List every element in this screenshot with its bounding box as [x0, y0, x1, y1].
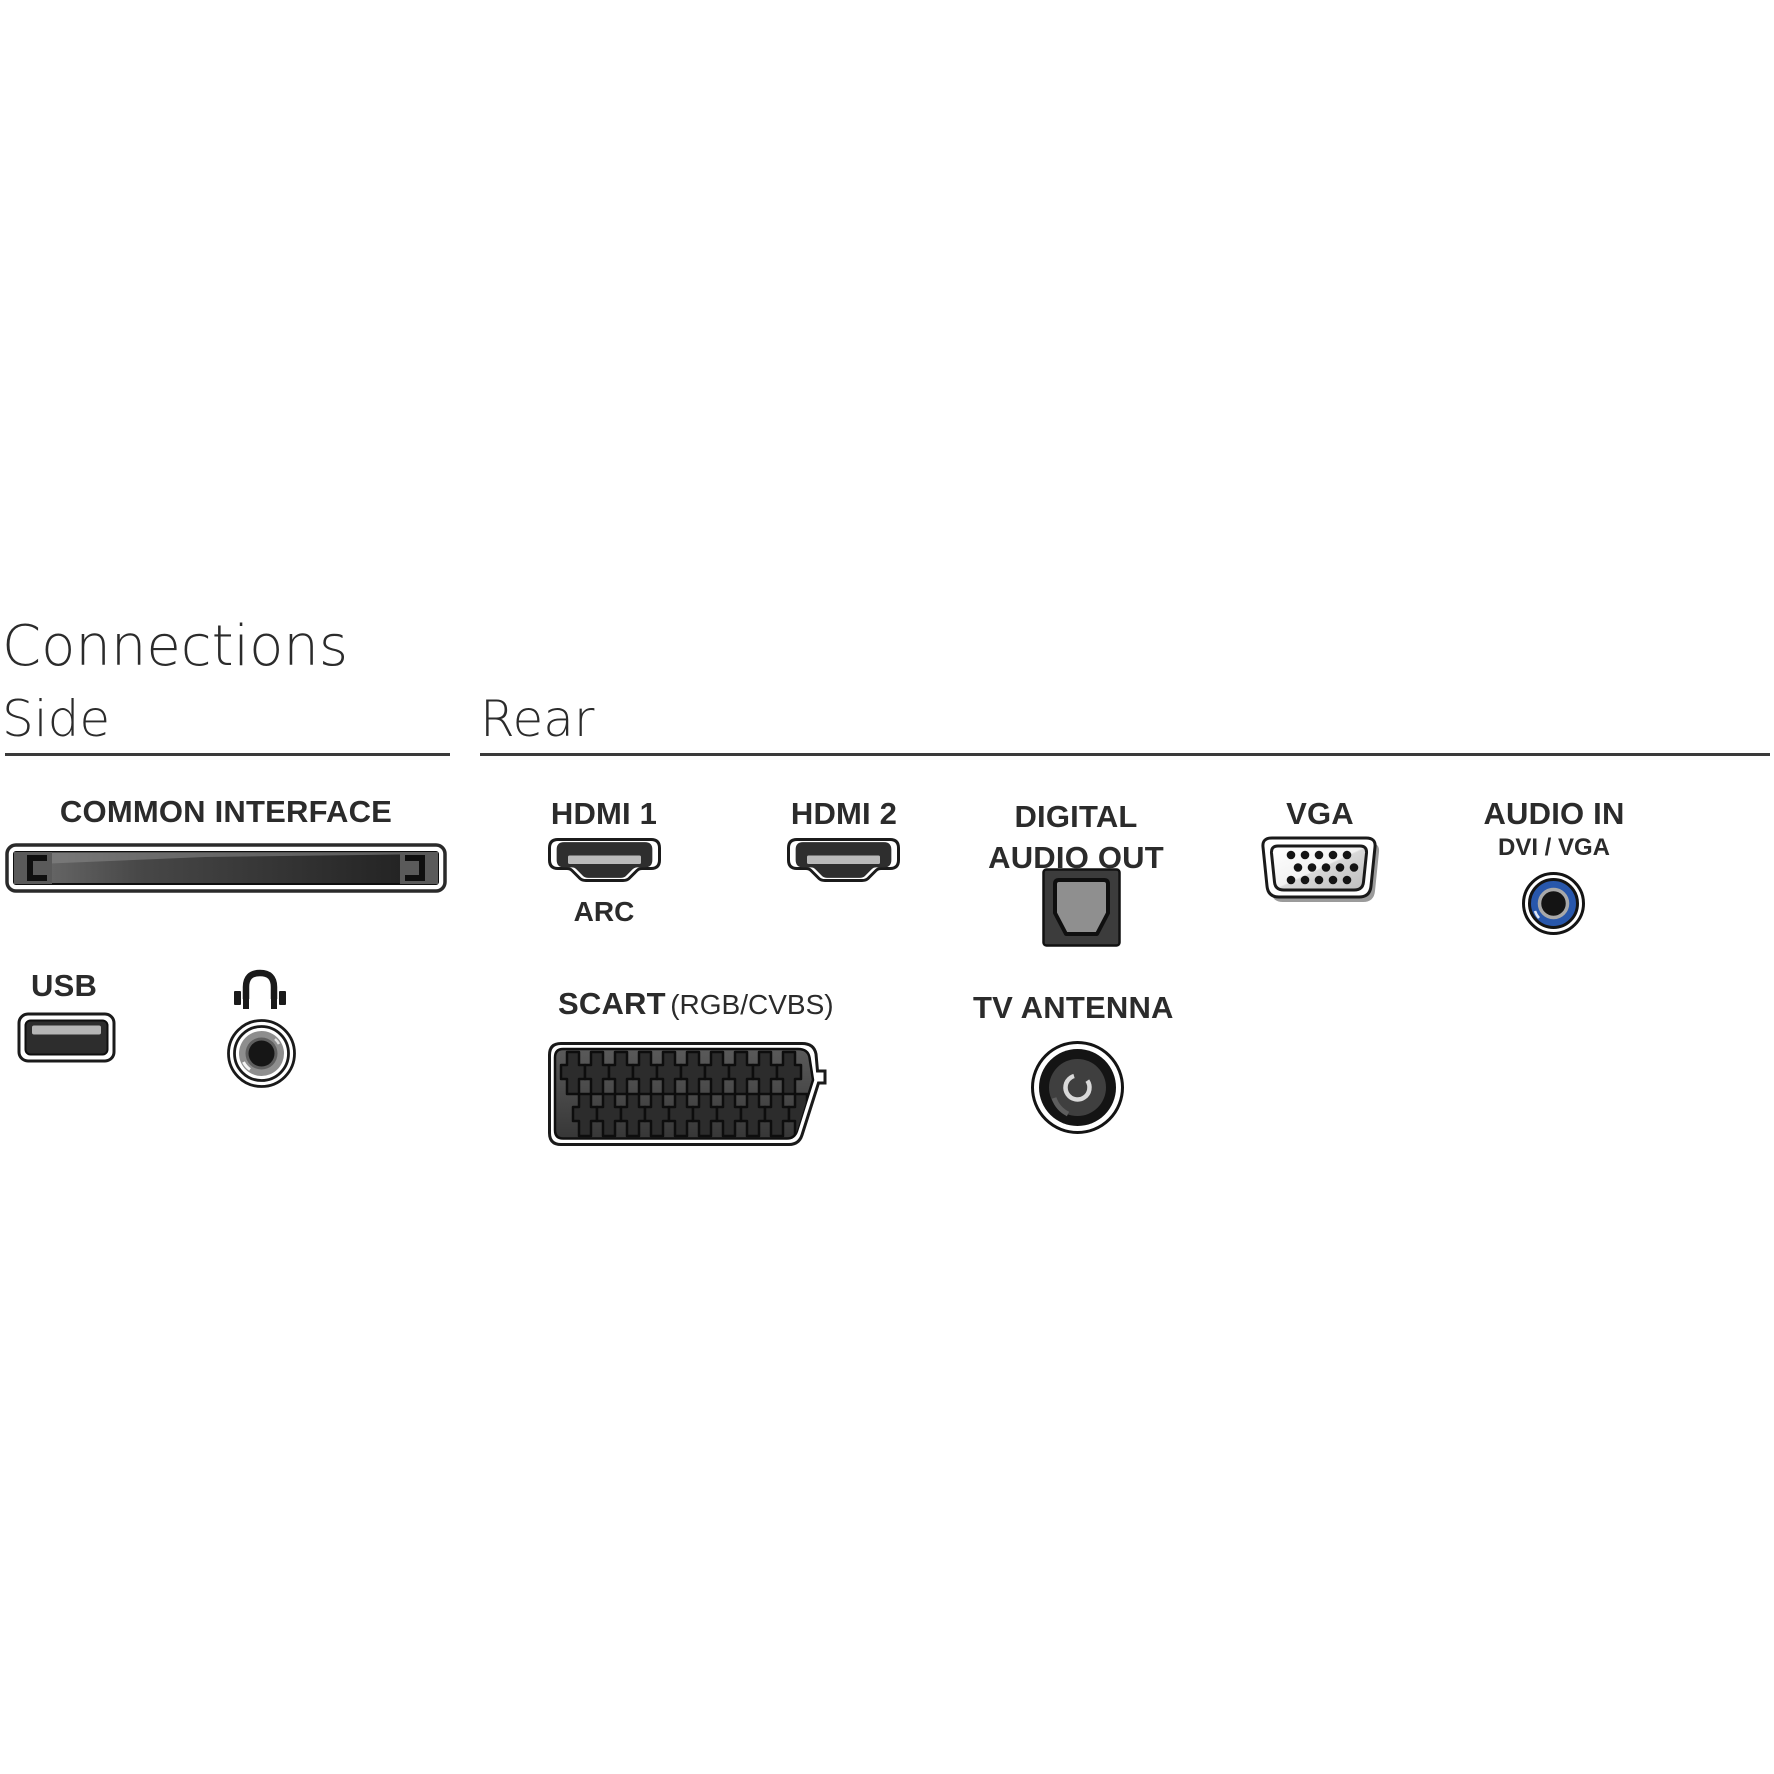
scart-label-row: SCART (RGB/CVBS)	[558, 986, 834, 1022]
rear-section-heading: Rear	[480, 690, 595, 748]
digital-audio-out-port-icon	[1042, 868, 1121, 947]
hdmi1-arc-label: ARC	[573, 896, 635, 927]
audio-in-jack-icon	[1522, 872, 1585, 935]
hdmi2-label: HDMI 2	[790, 796, 898, 831]
rear-section-divider	[480, 753, 1770, 756]
hdmi2-port-icon	[787, 838, 900, 882]
scart-sublabel: (RGB/CVBS)	[670, 989, 834, 1020]
headphones-icon	[234, 969, 286, 1009]
hdmi1-label: HDMI 1	[550, 796, 658, 831]
common-interface-label: COMMON INTERFACE	[59, 794, 393, 829]
common-interface-slot-icon	[5, 843, 447, 893]
hdmi1-port-icon	[548, 838, 661, 882]
digital-audio-out-label: DIGITAL AUDIO OUT	[956, 796, 1196, 878]
scart-port-icon	[548, 1042, 827, 1146]
audio-in-dvi-vga-label: DVI / VGA	[1497, 834, 1611, 861]
vga-label: VGA	[1286, 796, 1354, 831]
tv-antenna-port-icon	[1031, 1041, 1124, 1134]
digital-audio-out-line1: DIGITAL	[1014, 799, 1138, 834]
side-section-divider	[5, 753, 450, 756]
usb-label: USB	[31, 968, 98, 1003]
usb-port-icon	[17, 1012, 116, 1063]
tv-antenna-label: TV ANTENNA	[973, 990, 1174, 1025]
headphone-jack-icon	[227, 1019, 296, 1088]
vga-port-icon	[1261, 836, 1380, 902]
audio-in-label: AUDIO IN	[1483, 796, 1625, 831]
scart-label: SCART	[558, 986, 666, 1021]
vga-pin-holes	[1286, 850, 1359, 885]
side-section-heading: Side	[2, 690, 111, 748]
page-title: Connections	[2, 614, 349, 679]
